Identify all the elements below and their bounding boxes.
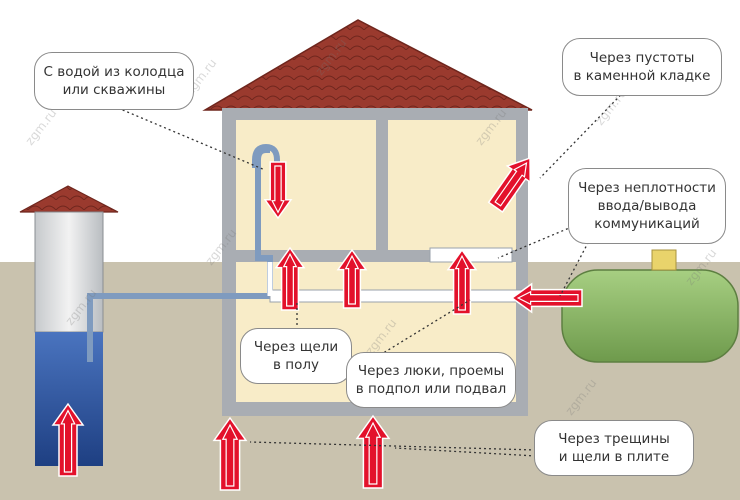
red-arrow xyxy=(336,248,368,309)
room-upper-right xyxy=(388,120,516,250)
water-tap xyxy=(252,143,280,172)
callout-line: С водой из колодца xyxy=(43,64,185,80)
callout-line: Через люки, проемы xyxy=(357,363,505,379)
callout-hatches: Через люки, проемы в подпол или подвал xyxy=(346,352,516,408)
utility-sleeve xyxy=(429,247,513,263)
callout-line: Через щели xyxy=(253,339,339,355)
red-arrow-outline xyxy=(494,161,528,207)
callout-line: и щели в плите xyxy=(558,449,670,465)
red-arrow-outline xyxy=(221,423,239,487)
callout-line: коммуникаций xyxy=(594,216,700,232)
red-arrow xyxy=(212,416,248,491)
red-arrow xyxy=(274,246,306,311)
red-arrow-outline xyxy=(282,252,298,307)
callout-line: или скважины xyxy=(62,82,166,98)
callout-line: в подпол или подвал xyxy=(355,381,507,397)
callout-line: Через неплотности xyxy=(578,180,716,196)
callout-well-water: С водой из колодца или скважины xyxy=(34,52,194,110)
red-arrow xyxy=(51,402,85,477)
callout-line: в каменной кладке xyxy=(573,68,711,84)
red-arrow-outline xyxy=(344,254,360,305)
red-arrow xyxy=(355,414,391,489)
tank-cap xyxy=(651,249,677,271)
callout-masonry: Через пустоты в каменной кладке xyxy=(562,38,722,96)
callout-line: Через пустоты xyxy=(589,50,695,66)
red-arrow xyxy=(446,248,478,315)
red-arrow-outline xyxy=(454,254,470,311)
callout-slab-cracks: Через трещины и щели в плите xyxy=(534,420,694,476)
red-arrow xyxy=(487,156,531,214)
red-arrow-outline xyxy=(271,165,285,214)
red-arrow-outline xyxy=(60,409,76,473)
callout-floor-gaps: Через щели в полу xyxy=(240,328,352,384)
callout-line: Через трещины xyxy=(558,431,670,447)
gas-tank xyxy=(561,269,739,363)
red-arrow xyxy=(510,282,583,314)
callout-utilities: Через неплотности ввода/вывода коммуника… xyxy=(568,168,726,244)
red-arrow-outline xyxy=(516,290,579,306)
red-arrow xyxy=(263,161,293,220)
red-arrow-outline xyxy=(364,421,382,485)
callout-line: ввода/вывода xyxy=(597,198,697,214)
callout-line: в полу xyxy=(273,357,319,373)
radon-arrows xyxy=(51,156,583,491)
